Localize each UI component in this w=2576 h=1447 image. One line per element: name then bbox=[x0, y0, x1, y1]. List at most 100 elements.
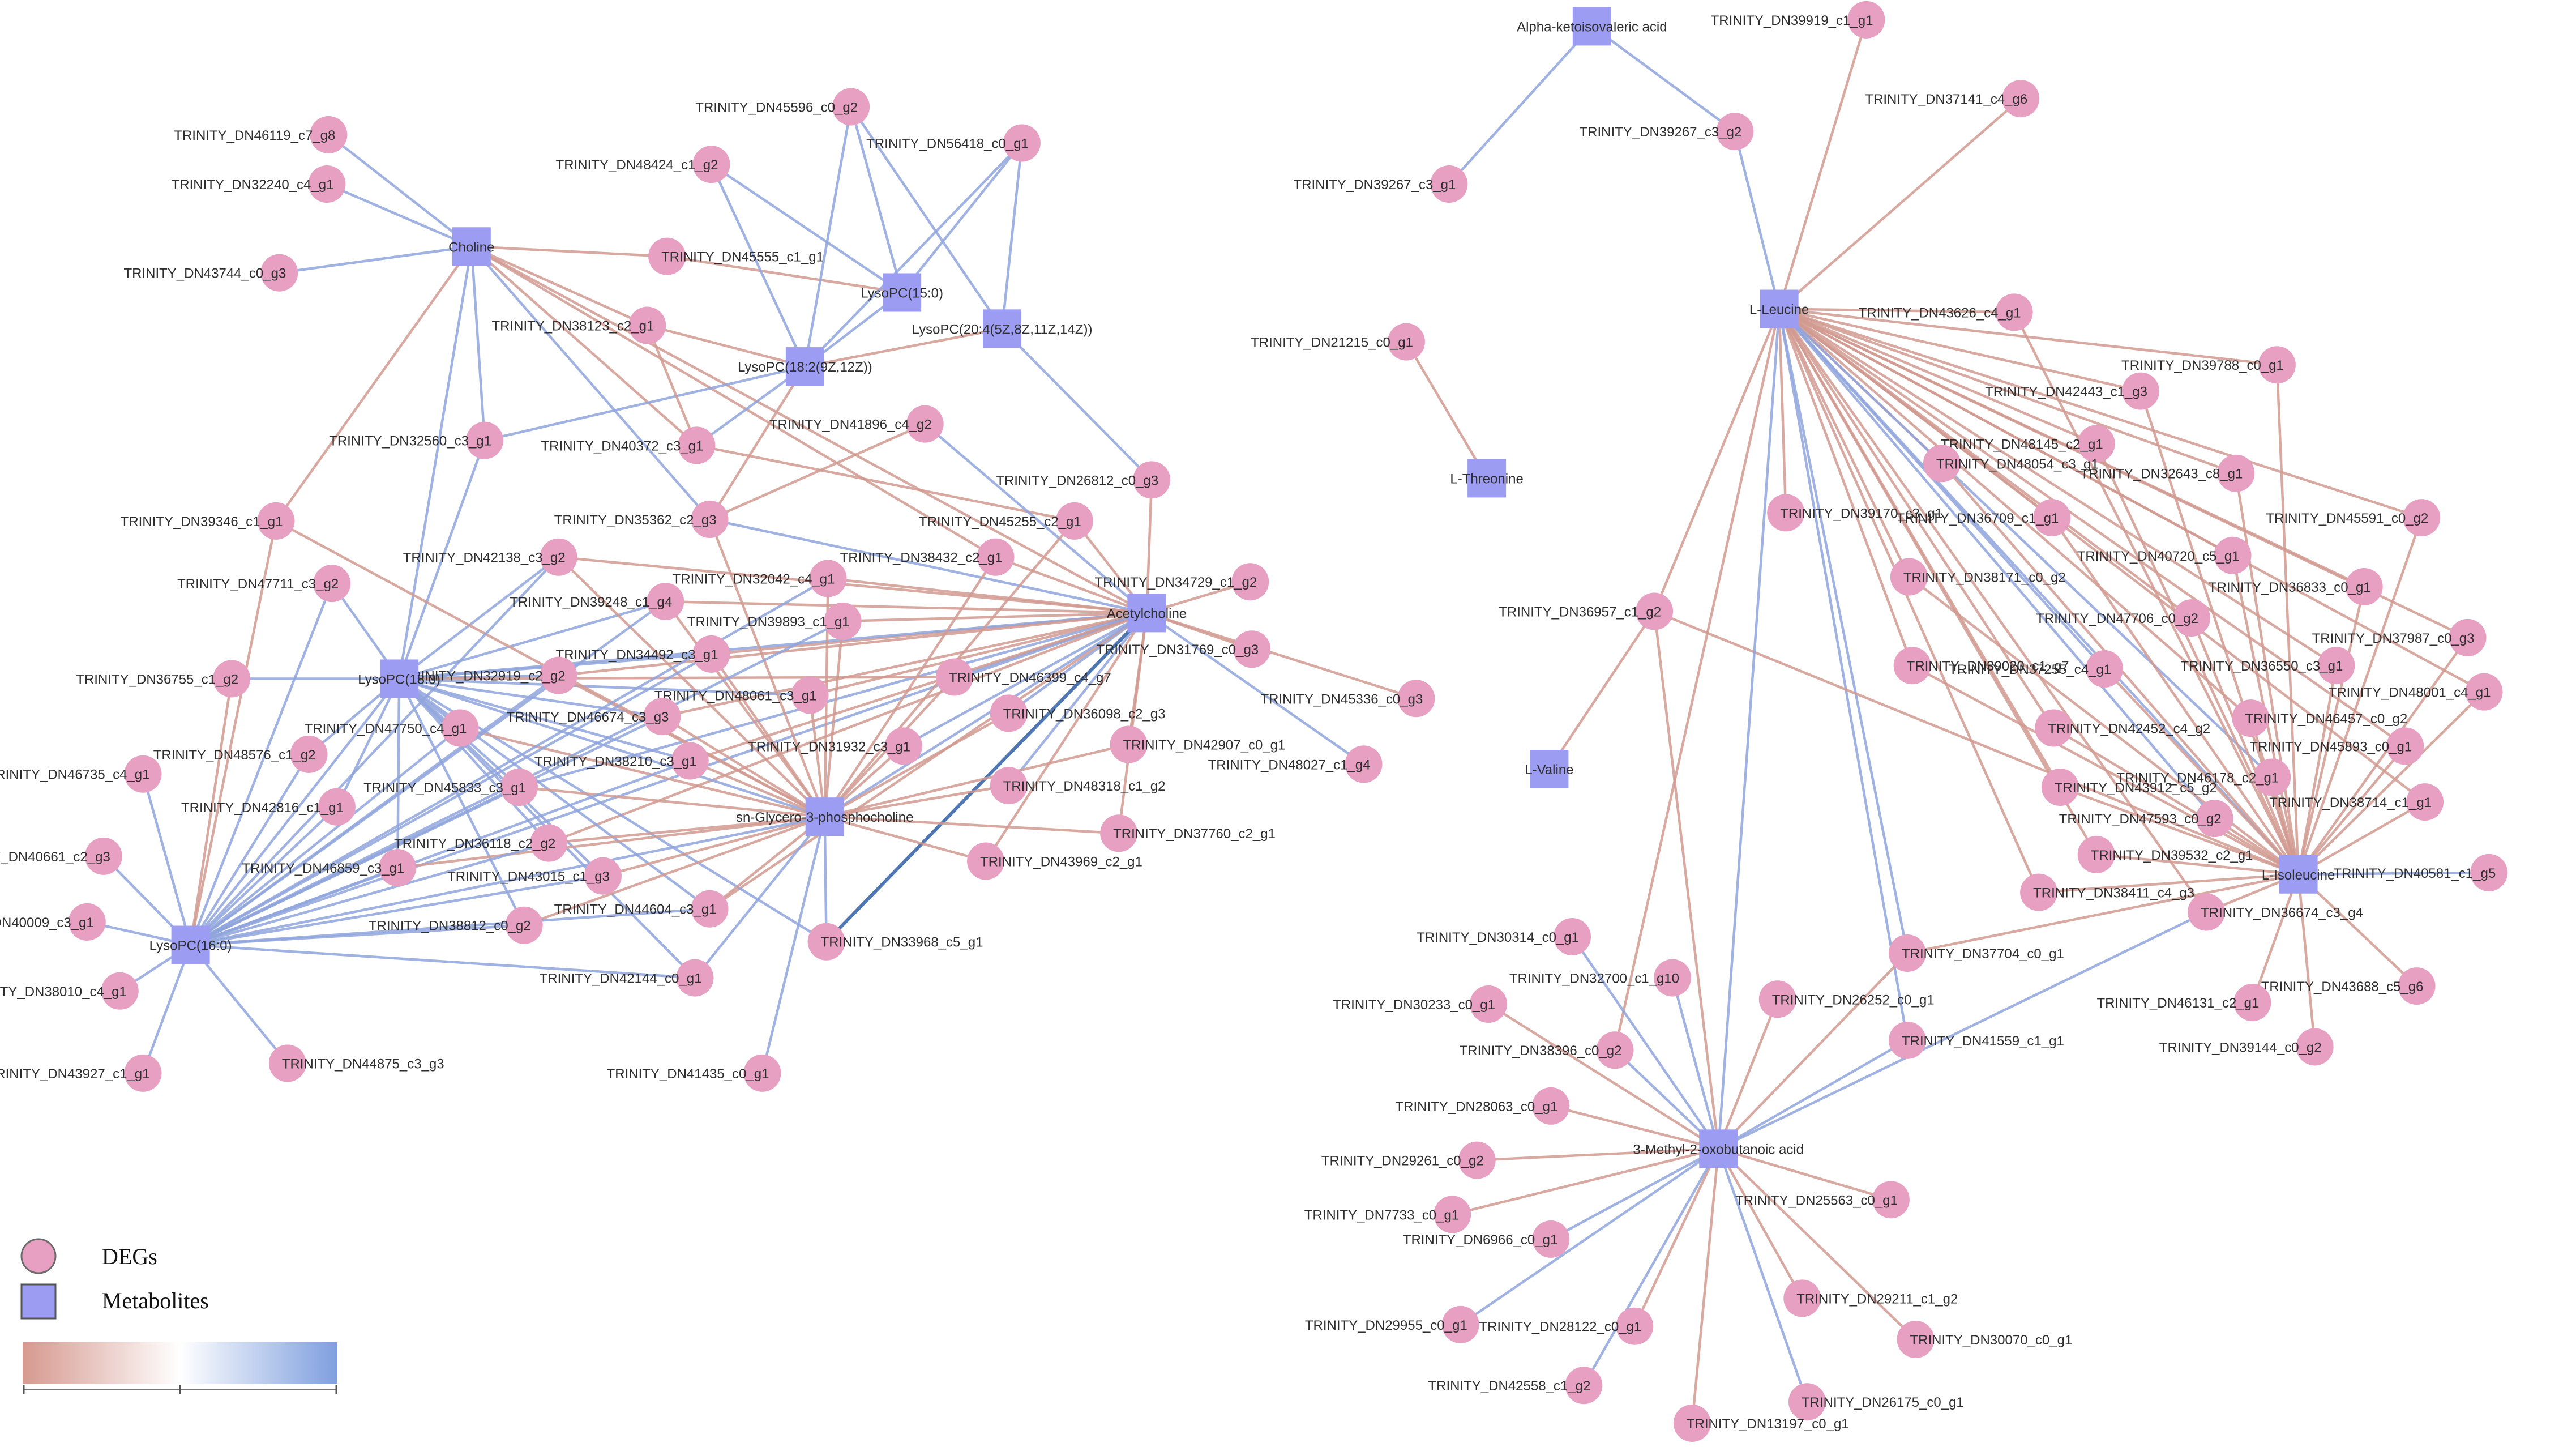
deg-node[interactable]: TRINITY_DN28122_c0_g1 bbox=[1479, 1307, 1654, 1345]
deg-node[interactable]: TRINITY_DN46178_c2_g1 bbox=[2116, 758, 2291, 796]
deg-node[interactable]: TRINITY_DN48054_c3_g1 bbox=[1923, 445, 2099, 483]
deg-node-circle[interactable] bbox=[310, 116, 348, 153]
metabolite-node[interactable]: 3-Methyl-2-oxobutanoic acid bbox=[1633, 1129, 1804, 1168]
metabolite-node-square[interactable] bbox=[1127, 594, 1166, 633]
deg-node[interactable]: TRINITY_DN46131_c2_g1 bbox=[2097, 984, 2271, 1022]
deg-node[interactable]: TRINITY_DN31769_c0_g3 bbox=[1096, 630, 1271, 668]
deg-node[interactable]: TRINITY_DN46399_c4_g7 bbox=[935, 658, 1111, 696]
deg-node[interactable]: TRINITY_DN47750_c4_g1 bbox=[305, 709, 479, 747]
deg-node-circle[interactable] bbox=[2077, 425, 2115, 463]
deg-node[interactable]: TRINITY_DN43626_c4_g1 bbox=[1859, 293, 2033, 331]
deg-node-circle[interactable] bbox=[2317, 647, 2355, 685]
deg-node[interactable]: TRINITY_DN37760_c2_g1 bbox=[1100, 814, 1276, 852]
deg-node-circle[interactable] bbox=[2035, 709, 2073, 747]
deg-node[interactable]: TRINITY_DN39893_c1_g1 bbox=[687, 602, 862, 640]
deg-node-circle[interactable] bbox=[692, 146, 730, 183]
deg-node[interactable]: TRINITY_DN7733_c0_g1 bbox=[1304, 1196, 1471, 1233]
deg-node-circle[interactable] bbox=[2403, 499, 2441, 537]
deg-node[interactable]: TRINITY_DN34729_c1_g2 bbox=[1094, 563, 1269, 601]
deg-node[interactable]: TRINITY_DN36098_c2_g3 bbox=[990, 694, 1166, 732]
deg-node[interactable]: TRINITY_DN41435_c0_g1 bbox=[607, 1054, 781, 1092]
deg-node-circle[interactable] bbox=[2196, 800, 2233, 838]
deg-node-circle[interactable] bbox=[500, 768, 538, 806]
deg-node-circle[interactable] bbox=[1233, 630, 1271, 668]
deg-node[interactable]: TRINITY_DN46735_c4_g1 bbox=[0, 755, 162, 793]
deg-node-circle[interactable] bbox=[2465, 673, 2503, 711]
deg-node-circle[interactable] bbox=[691, 890, 729, 928]
deg-node-circle[interactable] bbox=[1890, 558, 1928, 596]
deg-node-circle[interactable] bbox=[1596, 1031, 1634, 1069]
deg-node-circle[interactable] bbox=[2470, 853, 2508, 891]
deg-node[interactable]: TRINITY_DN39020_c1_g7 bbox=[1893, 647, 2069, 685]
deg-node[interactable]: TRINITY_DN39346_c1_g1 bbox=[121, 502, 295, 540]
deg-node-circle[interactable] bbox=[268, 1044, 306, 1082]
deg-node-circle[interactable] bbox=[2020, 873, 2058, 911]
deg-node-circle[interactable] bbox=[1897, 1320, 1935, 1358]
deg-node-circle[interactable] bbox=[313, 565, 351, 603]
metabolite-node[interactable]: Acetylcholine bbox=[1107, 594, 1187, 633]
deg-node[interactable]: TRINITY_DN48027_c1_g4 bbox=[1208, 745, 1383, 783]
deg-node[interactable]: TRINITY_DN45833_c3_g1 bbox=[363, 768, 538, 806]
deg-node-circle[interactable] bbox=[1923, 445, 1961, 483]
deg-node[interactable]: TRINITY_DN32700_c1_g10 bbox=[1509, 959, 1692, 997]
deg-node[interactable]: TRINITY_DN40372_c3_g1 bbox=[541, 426, 716, 464]
deg-node-circle[interactable] bbox=[678, 426, 716, 464]
metabolite-node-square[interactable] bbox=[452, 227, 491, 266]
deg-node[interactable]: TRINITY_DN41559_c1_g1 bbox=[1888, 1021, 2064, 1059]
metabolite-node[interactable]: LysoPC(15:0) bbox=[861, 273, 943, 312]
deg-node-circle[interactable] bbox=[1430, 165, 1468, 203]
deg-node-circle[interactable] bbox=[1888, 1021, 1926, 1059]
deg-node[interactable]: TRINITY_DN39788_c0_g1 bbox=[2121, 346, 2296, 384]
deg-node-circle[interactable] bbox=[308, 165, 346, 203]
deg-node[interactable]: TRINITY_DN45596_c0_g2 bbox=[695, 88, 870, 126]
deg-node-circle[interactable] bbox=[1565, 1367, 1603, 1405]
deg-node-circle[interactable] bbox=[2217, 454, 2255, 492]
deg-node[interactable]: TRINITY_DN38010_c4_g1 bbox=[0, 972, 139, 1010]
deg-node-circle[interactable] bbox=[2386, 727, 2424, 765]
deg-node-circle[interactable] bbox=[124, 755, 162, 793]
deg-node-circle[interactable] bbox=[1673, 1404, 1711, 1442]
deg-node-circle[interactable] bbox=[967, 842, 1005, 880]
metabolite-node[interactable]: L-Leucine bbox=[1749, 289, 1809, 328]
metabolite-node-square[interactable] bbox=[1760, 289, 1799, 328]
deg-node[interactable]: TRINITY_DN43912_c5_g2 bbox=[2041, 768, 2217, 806]
deg-node[interactable]: TRINITY_DN41896_c4_g2 bbox=[769, 405, 944, 443]
deg-node[interactable]: TRINITY_DN37987_c0_g3 bbox=[2312, 618, 2487, 656]
deg-node[interactable]: TRINITY_DN37141_c4_g6 bbox=[1865, 80, 2040, 118]
deg-node-circle[interactable] bbox=[1387, 323, 1425, 361]
metabolite-node-square[interactable] bbox=[785, 347, 824, 386]
deg-node-circle[interactable] bbox=[2258, 346, 2296, 384]
metabolite-node-square[interactable] bbox=[1699, 1129, 1738, 1168]
deg-node[interactable]: TRINITY_DN33968_c5_g1 bbox=[807, 923, 983, 961]
deg-node-circle[interactable] bbox=[530, 824, 568, 862]
deg-node[interactable]: TRINITY_DN48145_c2_g1 bbox=[1941, 425, 2115, 463]
metabolite-node[interactable]: LysoPC(18:0) bbox=[358, 659, 440, 698]
deg-node-circle[interactable] bbox=[213, 660, 251, 698]
deg-node-circle[interactable] bbox=[1441, 1305, 1479, 1343]
deg-node[interactable]: TRINITY_DN43015_c1_g3 bbox=[447, 857, 622, 895]
deg-node[interactable]: TRINITY_DN43688_c5_g6 bbox=[2261, 967, 2436, 1005]
deg-node-circle[interactable] bbox=[2077, 835, 2115, 873]
deg-node-circle[interactable] bbox=[2214, 536, 2252, 574]
deg-node[interactable]: TRINITY_DN42138_c3_g2 bbox=[403, 538, 577, 576]
deg-node[interactable]: TRINITY_DN39267_c3_g1 bbox=[1294, 165, 1468, 203]
deg-node-circle[interactable] bbox=[1231, 563, 1269, 601]
deg-node[interactable]: TRINITY_DN44875_c3_g3 bbox=[268, 1044, 444, 1082]
deg-node-circle[interactable] bbox=[691, 500, 729, 538]
deg-node[interactable]: TRINITY_DN30070_c0_g1 bbox=[1897, 1320, 2072, 1358]
deg-node-circle[interactable] bbox=[743, 1054, 781, 1092]
deg-node[interactable]: TRINITY_DN36118_c2_g2 bbox=[394, 824, 568, 862]
deg-node-circle[interactable] bbox=[540, 538, 577, 576]
deg-node-circle[interactable] bbox=[290, 735, 328, 773]
deg-node[interactable]: TRINITY_DN13197_c0_g1 bbox=[1673, 1404, 1849, 1442]
deg-node[interactable]: TRINITY_DN45591_c0_g2 bbox=[2266, 499, 2441, 537]
deg-node[interactable]: TRINITY_DN38812_c0_g2 bbox=[369, 906, 543, 944]
deg-node-circle[interactable] bbox=[2406, 783, 2444, 821]
deg-node-circle[interactable] bbox=[1758, 980, 1796, 1018]
metabolite-node[interactable]: LysoPC(20:4(5Z,8Z,11Z,14Z)) bbox=[912, 309, 1093, 348]
deg-node[interactable]: TRINITY_DN38123_c2_g1 bbox=[491, 306, 666, 344]
deg-node-circle[interactable] bbox=[647, 583, 684, 621]
deg-node[interactable]: TRINITY_DN32240_c4_g1 bbox=[172, 165, 346, 203]
deg-node-circle[interactable] bbox=[2296, 1028, 2334, 1066]
deg-node[interactable]: TRINITY_DN43744_c0_g3 bbox=[123, 254, 298, 292]
